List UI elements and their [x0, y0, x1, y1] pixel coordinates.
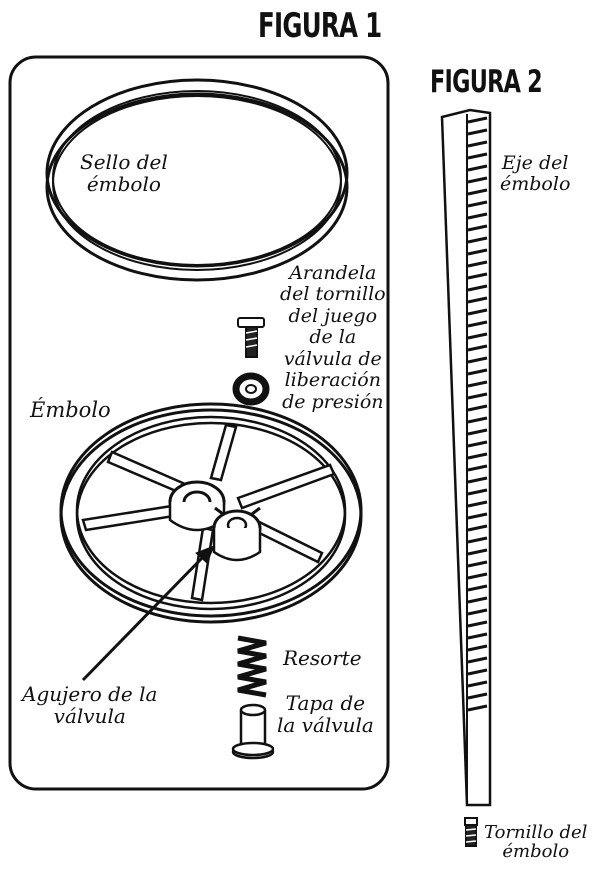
shaft-tooth — [467, 272, 488, 280]
shaft-tooth — [467, 380, 488, 388]
shaft-tooth — [467, 500, 488, 508]
washer-drawing — [232, 372, 270, 406]
shaft-tooth — [467, 392, 488, 400]
washer-label-line: liberación — [284, 369, 381, 392]
shaft-tooth — [467, 344, 488, 352]
plunger-screw-label-line: émbolo — [502, 841, 570, 863]
shaft-tooth — [467, 356, 488, 364]
shaft-tooth — [467, 608, 488, 616]
shaft-tooth — [467, 332, 488, 340]
shaft-tooth — [467, 656, 488, 664]
valve-cap-label: Tapa de la válvula — [277, 691, 374, 737]
shaft-tooth — [467, 476, 488, 484]
shaft-tooth — [467, 128, 488, 136]
shaft-label-line: émbolo — [500, 172, 571, 195]
shaft-tooth — [467, 452, 488, 460]
shaft-tooth — [467, 596, 488, 604]
shaft-tooth — [467, 632, 488, 640]
plunger-screw-label: Tornillo del émbolo — [484, 823, 587, 862]
figure-2-title: FIGURA 2 — [430, 64, 543, 100]
shaft-tooth — [467, 164, 488, 172]
spring-drawing — [237, 635, 267, 698]
shaft-tooth — [467, 200, 488, 208]
shaft-label: Eje del émbolo — [500, 153, 570, 194]
shaft-tooth — [467, 368, 488, 376]
plunger-seal-drawing — [45, 78, 349, 282]
valve-cap-drawing — [231, 703, 275, 760]
plunger-shaft-drawing — [440, 108, 492, 807]
shaft-tooth — [467, 404, 488, 412]
shaft-tooth — [467, 668, 488, 676]
figure-1-frame — [8, 55, 390, 791]
valve-hole-arrow — [81, 545, 215, 682]
seal-label-line: émbolo — [86, 171, 161, 196]
shaft-tooth — [467, 464, 488, 472]
shaft-tooth — [467, 548, 488, 556]
shaft-tooth — [467, 212, 488, 220]
shaft-tooth — [467, 440, 488, 448]
shaft-tooth — [467, 296, 488, 304]
shaft-tooth — [467, 620, 488, 628]
shaft-tooth — [467, 152, 488, 160]
shaft-tooth — [467, 560, 488, 568]
spring-label: Resorte — [283, 646, 362, 670]
shaft-tooth — [467, 116, 488, 124]
shaft-tooth — [467, 140, 488, 148]
shaft-tooth — [467, 260, 488, 268]
washer-screw-drawing — [237, 317, 265, 358]
shaft-tooth — [467, 704, 488, 712]
valve-hole-label-line: Agujero de la — [22, 682, 158, 706]
shaft-tooth — [467, 308, 488, 316]
shaft-tooth — [467, 680, 488, 688]
shaft-label-line: Eje del — [501, 152, 569, 174]
shaft-tooth — [467, 416, 488, 424]
valve-cap-label-line: Tapa de — [285, 691, 366, 715]
shaft-tooth — [467, 572, 488, 580]
shaft-tooth — [467, 188, 488, 196]
shaft-tooth — [467, 248, 488, 256]
plunger-screw-label-line: Tornillo del — [484, 822, 588, 843]
shaft-tooth — [467, 536, 488, 544]
plunger-label: Émbolo — [30, 398, 111, 422]
valve-hole-label-line: válvula — [53, 703, 126, 728]
seal-label-line: Sello del — [80, 150, 168, 174]
shaft-tooth — [467, 524, 488, 532]
shaft-tooth — [467, 320, 488, 328]
washer-label-line: Arandela — [289, 262, 377, 284]
shaft-tooth — [467, 488, 488, 496]
shaft-tooth — [467, 428, 488, 436]
shaft-tooth — [467, 236, 488, 244]
shaft-tooth — [467, 176, 488, 184]
shaft-tooth — [467, 284, 488, 292]
shaft-tooth — [467, 512, 488, 520]
valve-cap-label-line: la válvula — [277, 712, 374, 737]
figure-1-title: FIGURA 1 — [258, 6, 382, 46]
seal-label: Sello del émbolo — [80, 150, 168, 196]
shaft-tooth — [467, 584, 488, 592]
shaft-tooth — [467, 224, 488, 232]
washer-label-line: de la — [309, 326, 357, 349]
plunger-drawing — [59, 402, 363, 624]
valve-hole-label: Agujero de la válvula — [22, 682, 158, 728]
shaft-tooth — [467, 692, 488, 700]
washer-label: Arandela del tornillo del juego de la vá… — [280, 262, 386, 413]
plunger-screw-drawing — [464, 817, 478, 847]
washer-label-line: del juego — [288, 304, 378, 327]
washer-label-line: de presión — [282, 390, 384, 413]
washer-label-line: válvula de — [283, 347, 382, 370]
shaft-tooth — [467, 644, 488, 652]
washer-label-line: del tornillo — [280, 283, 386, 306]
